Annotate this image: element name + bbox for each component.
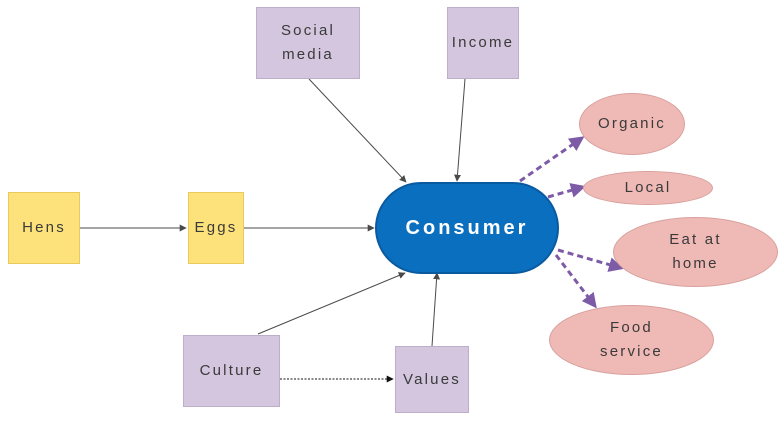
arrow-consumer-to-eat-at-home xyxy=(557,248,624,272)
node-income: Income xyxy=(447,7,519,79)
node-hens: Hens xyxy=(8,192,80,264)
arrow-culture-to-consumer xyxy=(257,272,406,335)
arrow-values-to-consumer xyxy=(431,272,441,347)
arrow-consumer-to-local xyxy=(547,183,586,199)
node-values: Values xyxy=(395,346,469,413)
node-social-media: Social media xyxy=(256,7,360,79)
arrow-consumer-to-food-service xyxy=(554,254,597,309)
node-eat-at-home: Eat at home xyxy=(613,217,778,287)
node-organic: Organic xyxy=(579,93,685,155)
node-eggs: Eggs xyxy=(188,192,244,264)
arrow-social-media-to-consumer xyxy=(308,78,407,183)
node-consumer: Consumer xyxy=(375,182,559,274)
node-food-service: Food service xyxy=(549,305,714,375)
arrow-consumer-to-organic xyxy=(519,136,585,183)
arrow-income-to-consumer xyxy=(454,78,466,182)
node-local: Local xyxy=(583,171,713,205)
node-culture: Culture xyxy=(183,335,280,407)
